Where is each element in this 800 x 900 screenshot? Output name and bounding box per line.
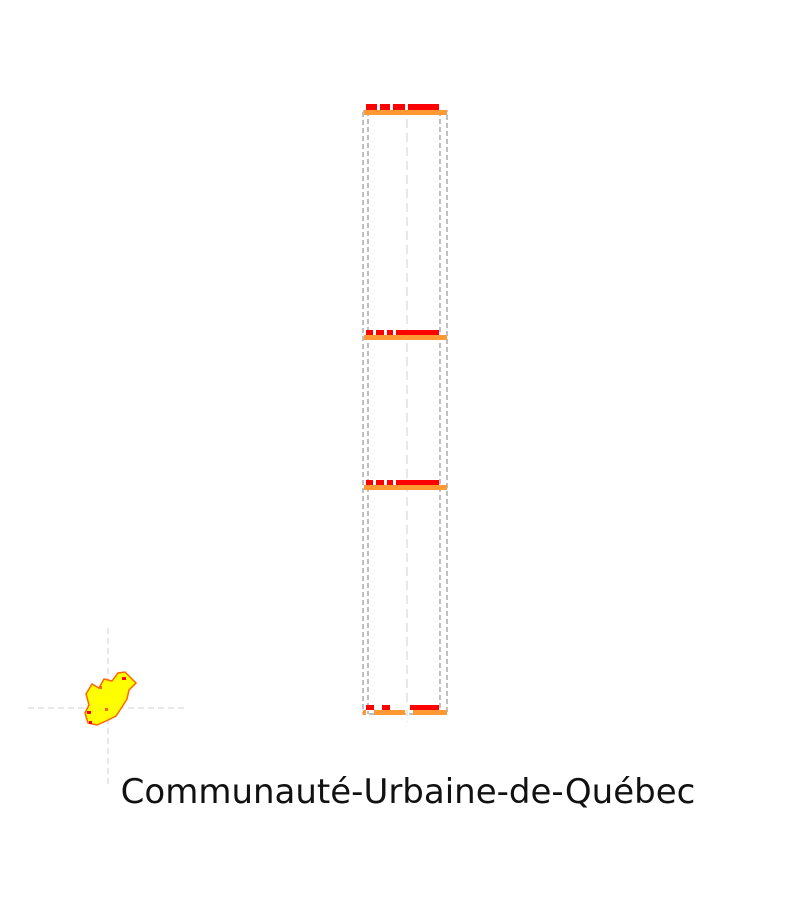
- locator-inset: [28, 628, 188, 788]
- band-2-outline: [366, 330, 439, 335]
- locator-highlight-3: [99, 686, 102, 689]
- band-1-fill: [364, 110, 447, 115]
- district-band-4: [363, 705, 447, 715]
- map-title: Communauté-Urbaine-de-Québec: [120, 772, 696, 812]
- band-3-outline: [366, 480, 439, 485]
- locator-highlight-4: [105, 708, 108, 711]
- band-4-gap-b: [390, 705, 410, 710]
- district-band-1: [364, 104, 447, 115]
- band-2-fill: [364, 335, 447, 340]
- locator-highlight-2: [122, 677, 126, 680]
- band-1-gap-b: [390, 104, 393, 110]
- band-2-gap-b: [384, 330, 387, 335]
- band-1-outline: [366, 104, 439, 110]
- locator-highlight-1: [87, 711, 91, 714]
- band-3-gap-a: [373, 480, 376, 485]
- band-3-fill: [364, 485, 447, 490]
- district-band-2: [364, 330, 447, 340]
- locator-highlight-5: [89, 721, 92, 724]
- band-1-gap-a: [377, 104, 380, 110]
- band-1-gap-c: [405, 104, 408, 110]
- band-2-gap-c: [393, 330, 396, 335]
- locator-region-shape: [84, 671, 138, 726]
- band-3-gap-c: [393, 480, 396, 485]
- band-4-fill-right: [413, 710, 447, 715]
- outer-frame-line: [362, 110, 448, 715]
- band-2-gap-a: [373, 330, 376, 335]
- region-frame: [362, 110, 448, 715]
- band-4-fill-left: [374, 710, 405, 715]
- district-band-3: [364, 480, 447, 490]
- band-3-gap-b: [384, 480, 387, 485]
- band-4-gap-a: [374, 705, 382, 710]
- band-4-corner-left: [363, 710, 366, 715]
